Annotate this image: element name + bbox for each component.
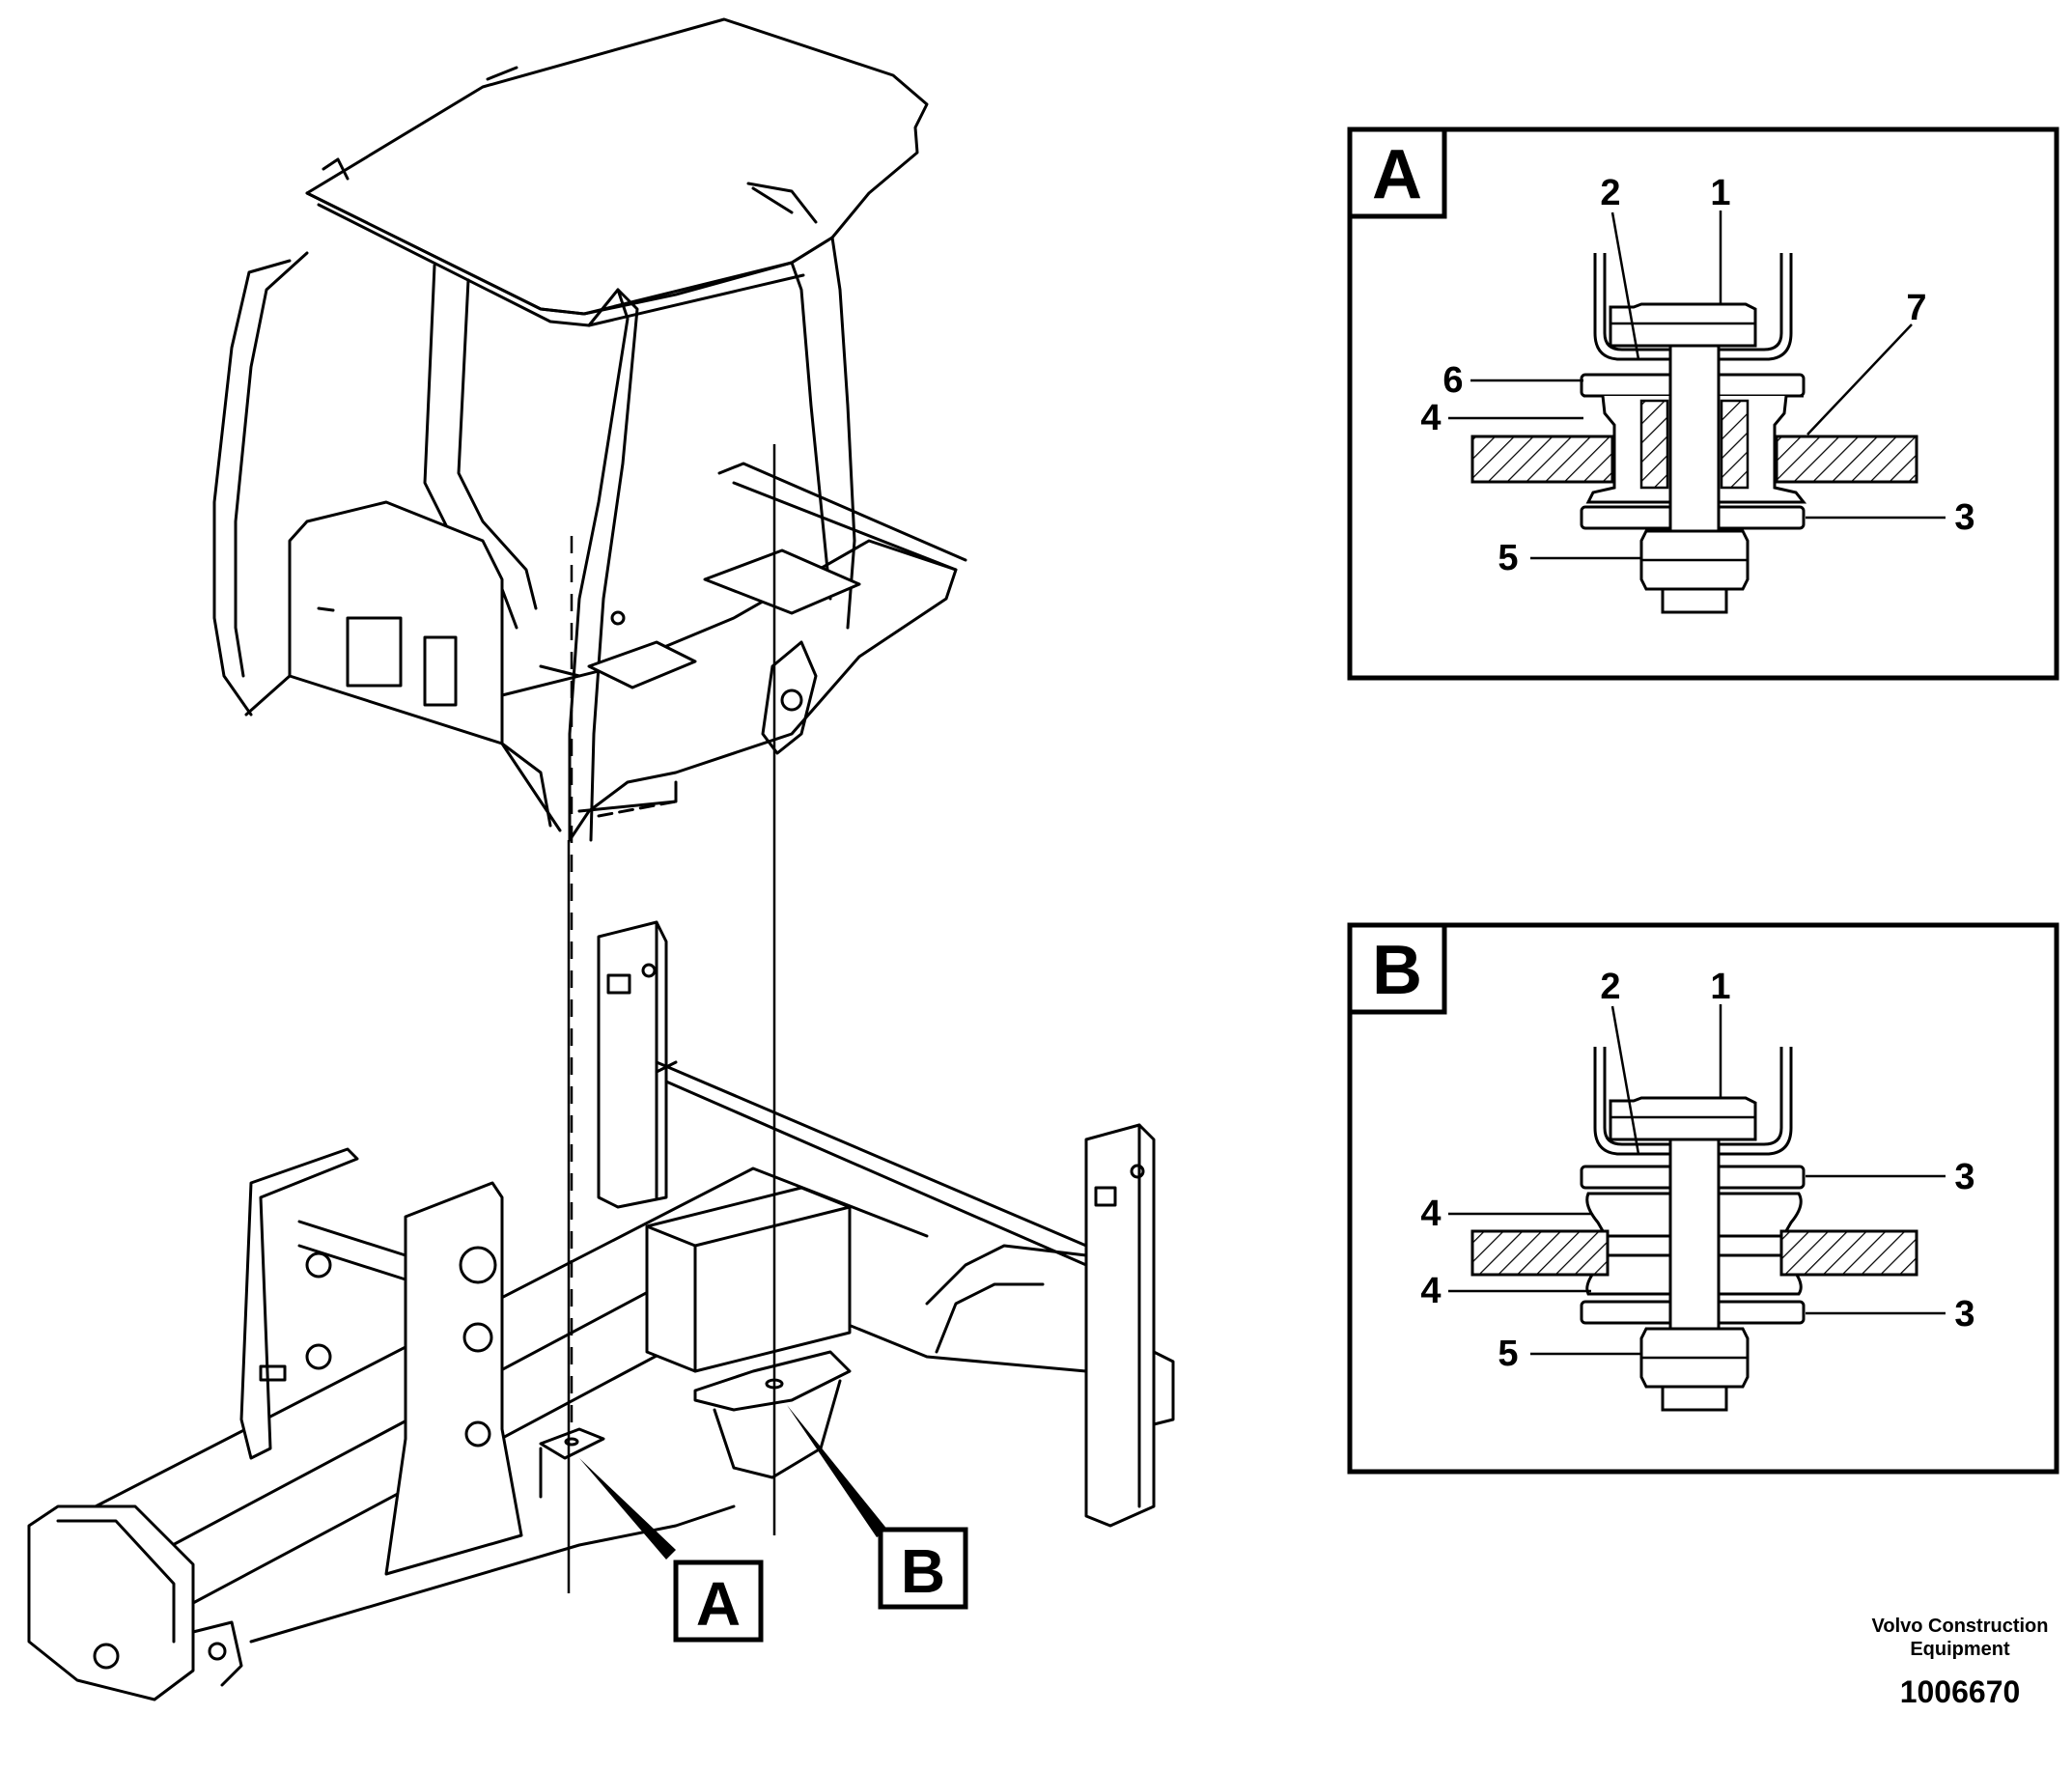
credit-block: Volvo Construction Equipment 1006670	[1815, 1615, 2072, 1711]
callout-a-label: A	[696, 1569, 741, 1639]
credit-company-line1: Volvo Construction	[1871, 1616, 2049, 1637]
detail-a-panel: A	[1347, 126, 2059, 681]
detail-b-number-4-bottom: 4	[1420, 1271, 1441, 1311]
detail-b-number-3-top: 3	[1954, 1157, 1974, 1197]
detail-a-number-2: 2	[1600, 173, 1620, 213]
credit-company-line2: Equipment	[1910, 1639, 2010, 1660]
cab-illustration	[212, 17, 967, 842]
detail-b-number-2: 2	[1600, 967, 1620, 1007]
detail-a-number-5: 5	[1498, 538, 1518, 578]
detail-b-panel: B 1 2 3	[1347, 922, 2059, 1475]
detail-b-number-4-top: 4	[1420, 1194, 1441, 1234]
part-number: 1006670	[1899, 1674, 2021, 1709]
detail-b-tag: B	[1372, 932, 1422, 1009]
callout-a: A	[673, 1560, 764, 1643]
detail-a-number-4: 4	[1420, 398, 1441, 438]
alignment-lines	[567, 444, 776, 1593]
detail-a-number-3: 3	[1954, 497, 1974, 538]
detail-a-number-6: 6	[1442, 360, 1463, 401]
callout-b-label: B	[901, 1536, 945, 1606]
detail-a-tag: A	[1372, 136, 1422, 213]
leader-b	[787, 1405, 888, 1537]
detail-b-number-5: 5	[1498, 1334, 1518, 1374]
frame-illustration	[27, 920, 1175, 1701]
detail-b-number-1: 1	[1710, 967, 1730, 1007]
leader-a	[579, 1458, 676, 1560]
detail-a-number-1: 1	[1710, 173, 1730, 213]
callout-b: B	[878, 1527, 968, 1610]
detail-b-number-3-bottom: 3	[1954, 1294, 1974, 1335]
detail-a-number-7: 7	[1906, 288, 1926, 328]
